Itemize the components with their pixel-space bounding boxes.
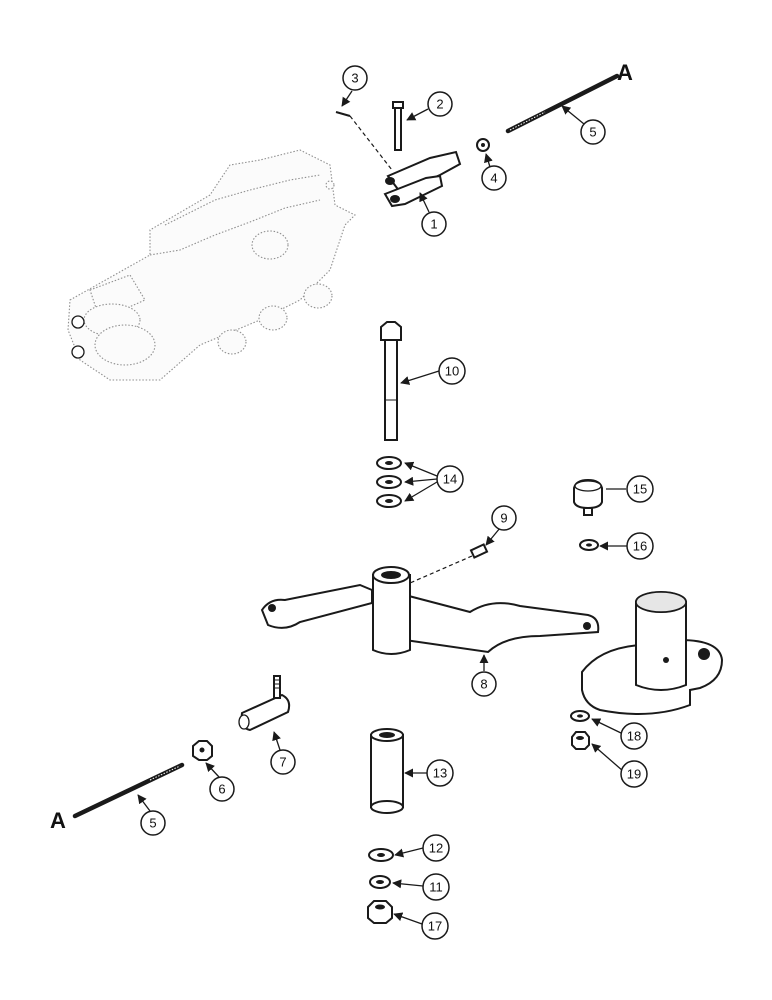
callout-10-label: 10	[445, 364, 459, 379]
callout-9: 9	[491, 505, 517, 531]
callout-17-label: 17	[428, 919, 442, 934]
callout-12-label: 12	[429, 841, 443, 856]
leader-lines	[137, 90, 627, 925]
callout-6: 6	[209, 776, 235, 802]
callout-13: 13	[426, 759, 454, 787]
part-1-clevis	[383, 150, 462, 208]
callout-5-top: 5	[580, 119, 606, 145]
callout-14: 14	[436, 465, 464, 493]
callout-4: 4	[481, 165, 507, 191]
callout-1: 1	[421, 211, 447, 237]
callout-18-label: 18	[627, 729, 641, 744]
part-15-cap	[573, 478, 603, 516]
part-6-nut	[192, 740, 213, 761]
callout-4-label: 4	[490, 171, 497, 186]
part-2-clevis-pin	[392, 101, 404, 151]
pivot-housing	[581, 591, 724, 715]
callout-5-bottom: 5	[140, 810, 166, 836]
part-12-washer	[368, 848, 394, 862]
callout-12: 12	[422, 834, 450, 862]
part-8-lever-arm	[260, 566, 600, 655]
callout-14-label: 14	[443, 472, 457, 487]
callout-11: 11	[422, 873, 450, 901]
callout-11-label: 11	[429, 880, 443, 895]
callout-16-label: 16	[633, 539, 647, 554]
part-18-washer	[570, 710, 590, 722]
callout-5-bottom-label: 5	[149, 816, 156, 831]
callout-19-label: 19	[627, 767, 641, 782]
part-14-washers	[376, 456, 402, 508]
callout-3-label: 3	[351, 71, 358, 86]
callout-15-label: 15	[633, 482, 647, 497]
callout-3: 3	[342, 65, 368, 91]
callout-7-label: 7	[279, 755, 286, 770]
callout-18: 18	[620, 722, 648, 750]
part-16-washer	[579, 539, 599, 551]
callout-5-top-label: 5	[589, 125, 596, 140]
callout-8-label: 8	[480, 677, 487, 692]
part-5-rod-top	[505, 73, 620, 134]
callout-1-label: 1	[430, 217, 437, 232]
part-13-sleeve	[370, 728, 404, 814]
control-valve-ghost	[67, 149, 356, 381]
callout-2: 2	[427, 91, 453, 117]
callout-16: 16	[626, 532, 654, 560]
part-10-bolt	[380, 321, 402, 441]
part-19-nut	[571, 731, 590, 750]
callout-9-label: 9	[500, 511, 507, 526]
part-3-cotter-pin	[335, 111, 393, 171]
reference-letter-bottom: A	[50, 808, 66, 833]
callout-15: 15	[626, 475, 654, 503]
part-5-rod-bottom	[72, 762, 185, 819]
callout-6-label: 6	[218, 782, 225, 797]
part-4-nut	[476, 138, 490, 152]
part-7-rod-end	[238, 675, 291, 732]
callout-2-label: 2	[436, 97, 443, 112]
part-9-set-screw	[409, 543, 489, 584]
callout-8: 8	[471, 671, 497, 697]
callout-19: 19	[620, 760, 648, 788]
callout-7: 7	[270, 749, 296, 775]
callout-10: 10	[438, 357, 466, 385]
reference-letter-top: A	[617, 60, 633, 85]
callout-17: 17	[421, 912, 449, 940]
part-17-nut	[367, 900, 393, 924]
valve-fitting-lower	[71, 345, 85, 359]
part-11-lock-washer	[369, 875, 391, 889]
valve-fitting-upper	[71, 315, 85, 329]
callout-13-label: 13	[433, 766, 447, 781]
